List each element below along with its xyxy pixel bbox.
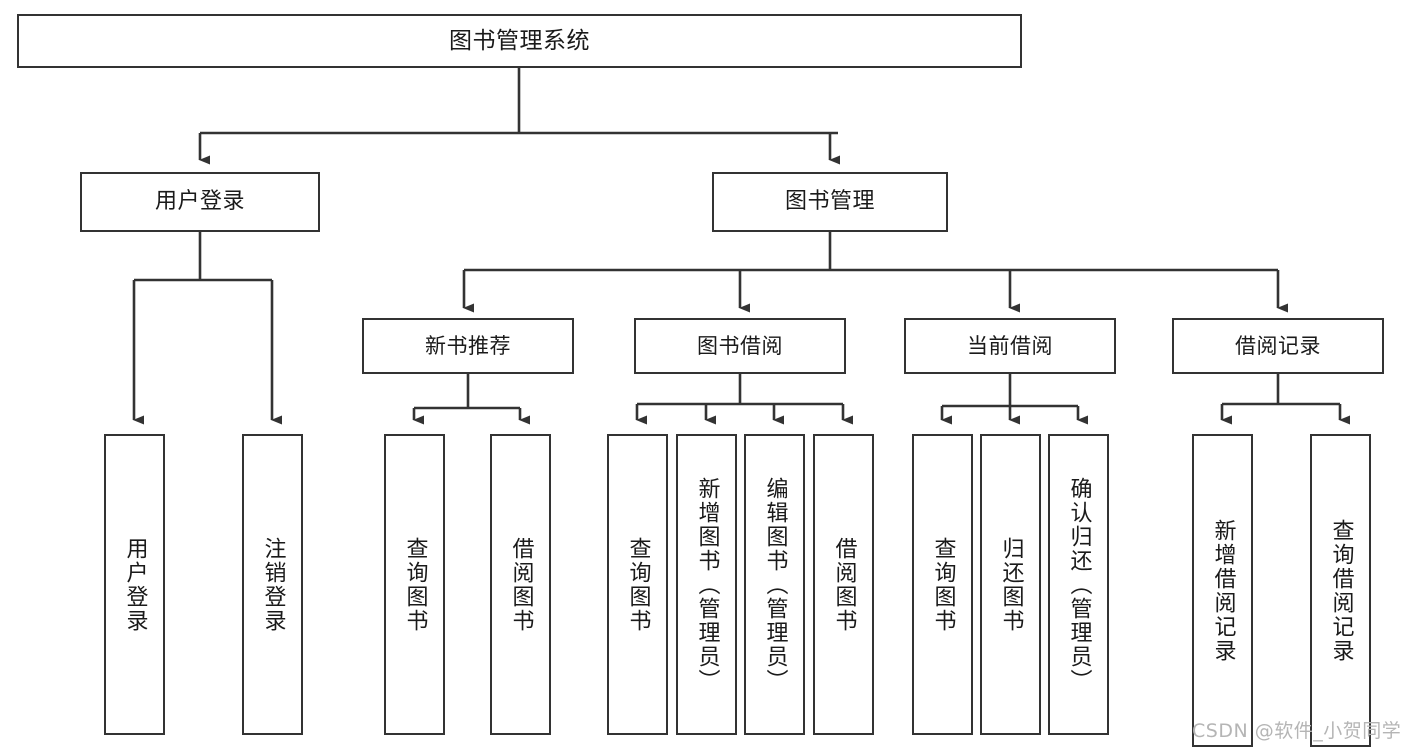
leaf-user-login[interactable]: 用户登录: [104, 434, 165, 735]
node-label: 新增图书（管理员）: [694, 476, 720, 693]
node-new-book-recommendation[interactable]: 新书推荐: [362, 318, 574, 374]
node-current-borrowing[interactable]: 当前借阅: [904, 318, 1116, 374]
leaf-borrow-book-recommendation[interactable]: 借阅图书: [490, 434, 551, 735]
node-user-login[interactable]: 用户登录: [80, 172, 320, 232]
node-label: 新增借阅记录: [1210, 518, 1236, 663]
leaf-add-book-admin[interactable]: 新增图书（管理员）: [676, 434, 737, 735]
node-label: 查询图书: [402, 536, 428, 633]
node-label: 当前借阅: [967, 333, 1053, 358]
leaf-edit-book-admin[interactable]: 编辑图书（管理员）: [744, 434, 805, 735]
node-label: 归还图书: [998, 536, 1024, 633]
node-label: 图书管理: [784, 189, 875, 215]
node-label: 用户登录: [154, 189, 245, 215]
node-label: 借阅图书: [831, 536, 857, 633]
node-label: 新书推荐: [425, 333, 511, 358]
node-label: 查询借阅记录: [1328, 518, 1354, 663]
node-label: 编辑图书（管理员）: [762, 476, 788, 693]
node-label: 图书借阅: [697, 333, 783, 358]
node-label: 确认归还（管理员）: [1066, 476, 1092, 693]
csdn-watermark: CSDN @软件_小贺同学: [1192, 720, 1402, 742]
node-label: 借阅记录: [1235, 333, 1321, 358]
leaf-query-book-current[interactable]: 查询图书: [912, 434, 973, 735]
leaf-logout[interactable]: 注销登录: [242, 434, 303, 735]
node-label: 借阅图书: [508, 536, 534, 633]
node-label: 查询图书: [625, 536, 651, 633]
leaf-borrow-book[interactable]: 借阅图书: [813, 434, 874, 735]
leaf-return-book[interactable]: 归还图书: [980, 434, 1041, 735]
node-root-book-management-system[interactable]: 图书管理系统: [17, 14, 1022, 68]
leaf-query-book-borrowing[interactable]: 查询图书: [607, 434, 668, 735]
node-label: 用户登录: [122, 536, 148, 633]
leaf-add-borrow-record[interactable]: 新增借阅记录: [1192, 434, 1253, 747]
node-borrow-records[interactable]: 借阅记录: [1172, 318, 1384, 374]
node-label: 查询图书: [930, 536, 956, 633]
leaf-query-borrow-record[interactable]: 查询借阅记录: [1310, 434, 1371, 747]
node-book-management[interactable]: 图书管理: [712, 172, 948, 232]
node-book-borrowing[interactable]: 图书借阅: [634, 318, 846, 374]
node-label: 图书管理系统: [449, 27, 590, 54]
leaf-confirm-return-admin[interactable]: 确认归还（管理员）: [1048, 434, 1109, 735]
leaf-query-book-recommendation[interactable]: 查询图书: [384, 434, 445, 735]
node-label: 注销登录: [260, 536, 286, 633]
